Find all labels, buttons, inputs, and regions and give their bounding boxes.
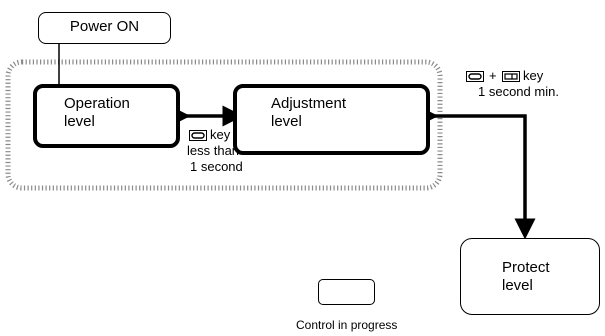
level-key-icon (502, 71, 520, 82)
power-on-node (38, 12, 171, 44)
power-on-label: Power ON (69, 18, 140, 35)
mode-key-icon (466, 71, 484, 82)
operation-adjustment-key-label: key (210, 127, 231, 142)
legend-swatch (318, 279, 375, 305)
adjustment-level-node (233, 84, 430, 155)
operation-level-label: Operation level (64, 95, 130, 130)
adjustment-protect-duration: 1 second min. (478, 84, 559, 99)
adjustment-protect-plus: + (489, 68, 497, 83)
operation-level-node (33, 84, 180, 148)
protect-level-node (460, 238, 600, 315)
mode-key-icon (189, 130, 207, 141)
adjustment-level-label: Adjustment level (271, 95, 347, 130)
control-in-progress-group (5, 59, 443, 191)
adjustment-protect-arrow (417, 105, 536, 240)
adjustment-protect-key-label: key (523, 68, 544, 83)
protect-level-label: Protect level (502, 259, 550, 294)
legend-label: Control in progress (296, 318, 398, 332)
operation-adjustment-condition-line2: 1 second (190, 159, 243, 174)
operation-adjustment-condition-line1: less than (187, 143, 240, 158)
